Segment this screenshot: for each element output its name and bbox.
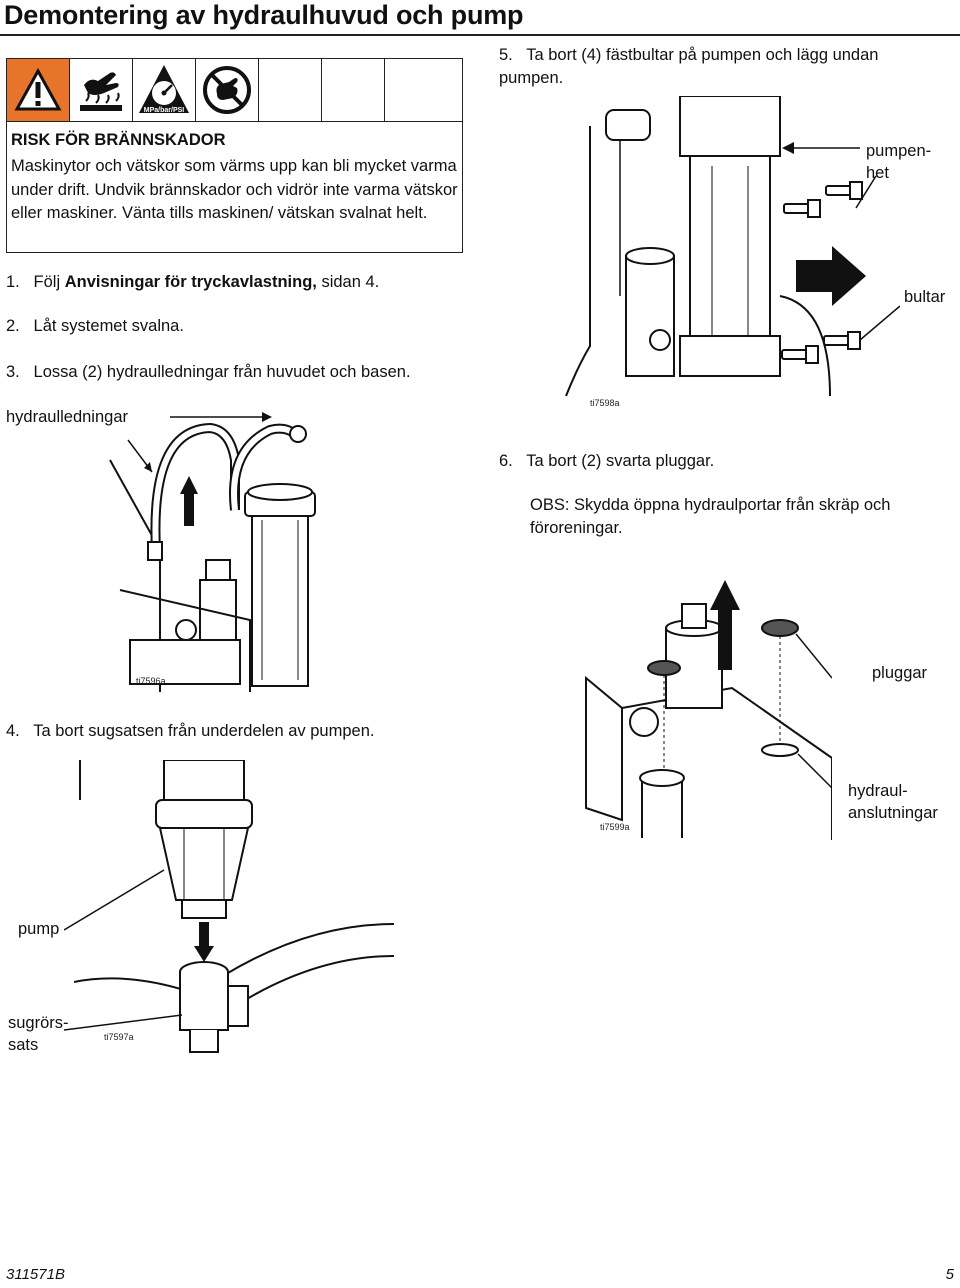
empty-icon-cell (385, 59, 447, 121)
step-number: 4. (6, 722, 20, 740)
figure-code: ti7599a (600, 822, 630, 832)
figure-pump-bolts: ti7598a (565, 96, 900, 408)
step-5: 5. Ta bort (4) fästbultar på pumpen och … (499, 44, 939, 90)
empty-icon-cell (259, 59, 322, 121)
step-3: 3. Lossa (2) hydraulledningar från huvud… (6, 361, 411, 384)
figure-suction-kit: ti7597a (64, 760, 394, 1053)
step-text: Följ (33, 273, 65, 291)
warning-triangle-icon (7, 59, 70, 121)
step-2: 2. Låt systemet svalna. (6, 315, 184, 338)
step-text: Ta bort (4) fästbultar på pumpen och läg… (499, 46, 879, 87)
step-number: 5. (499, 46, 513, 64)
pressure-gauge-icon: MPa/bar/PSI (133, 59, 196, 121)
step-4: 4. Ta bort sugsatsen från underdelen av … (6, 720, 374, 743)
callout-suction-kit: sugrörs- sats (8, 1012, 69, 1056)
document-number: 311571B (6, 1266, 65, 1283)
step-number: 2. (6, 317, 20, 335)
callout-line: pumpen- (866, 142, 932, 160)
step-number: 6. (499, 452, 513, 470)
hot-surface-icon (70, 59, 133, 121)
callout-plugs: pluggar (872, 664, 928, 682)
callout-pump: pump (18, 920, 60, 938)
step-text: Låt systemet svalna. (33, 317, 184, 335)
callout-line: sats (8, 1036, 39, 1054)
callout-line: hydraul- (848, 782, 908, 800)
no-touch-icon (196, 59, 259, 121)
warning-box: MPa/bar/PSI RISK FÖR BRÄNNSKADOR Maskiny… (6, 58, 463, 253)
warning-heading: RISK FÖR BRÄNNSKADOR (11, 131, 226, 149)
callout-line: het (866, 164, 889, 182)
gauge-label: MPa/bar/PSI (144, 107, 185, 114)
warning-icon-row: MPa/bar/PSI (7, 59, 462, 122)
callout-line: sugrörs- (8, 1014, 69, 1032)
figure-code: ti7596a (136, 676, 166, 686)
callout-hydraulic-lines: hydraulledningar (6, 408, 129, 426)
page-number: 5 (945, 1266, 954, 1283)
step-number: 3. (6, 363, 20, 381)
callout-pump-unit: pumpen- het (866, 140, 931, 184)
step-text: Ta bort sugsatsen från underdelen av pum… (33, 722, 375, 740)
step-1: 1. Följ Anvisningar för tryckavlastning,… (6, 271, 379, 294)
warning-body: Maskinytor och vätskor som värms upp kan… (11, 157, 458, 222)
step-text: Ta bort (2) svarta pluggar. (526, 452, 715, 470)
step-number: 1. (6, 273, 20, 291)
page-title: Demontering av hydraulhuvud och pump (4, 0, 524, 30)
callout-bolts: bultar (904, 288, 946, 306)
figure-plugs: ti7599a (585, 580, 832, 840)
step-6: 6. Ta bort (2) svarta pluggar. (499, 450, 714, 473)
step-text: sidan 4. (316, 273, 380, 291)
callout-hydraulic-connections: hydraul- anslutningar (848, 780, 938, 824)
step-link-text[interactable]: Anvisningar för tryckavlastning, (64, 273, 317, 291)
title-divider (0, 34, 960, 36)
figure-code: ti7598a (590, 398, 620, 408)
callout-line: anslutningar (848, 804, 938, 822)
figure-hydraulic-lines: ti7596a (109, 412, 316, 692)
empty-icon-cell (322, 59, 385, 121)
figure-code: ti7597a (104, 1032, 134, 1042)
step-text: Lossa (2) hydraulledningar från huvudet … (33, 363, 411, 381)
step-note: OBS: Skydda öppna hydraulportar från skr… (530, 496, 891, 537)
